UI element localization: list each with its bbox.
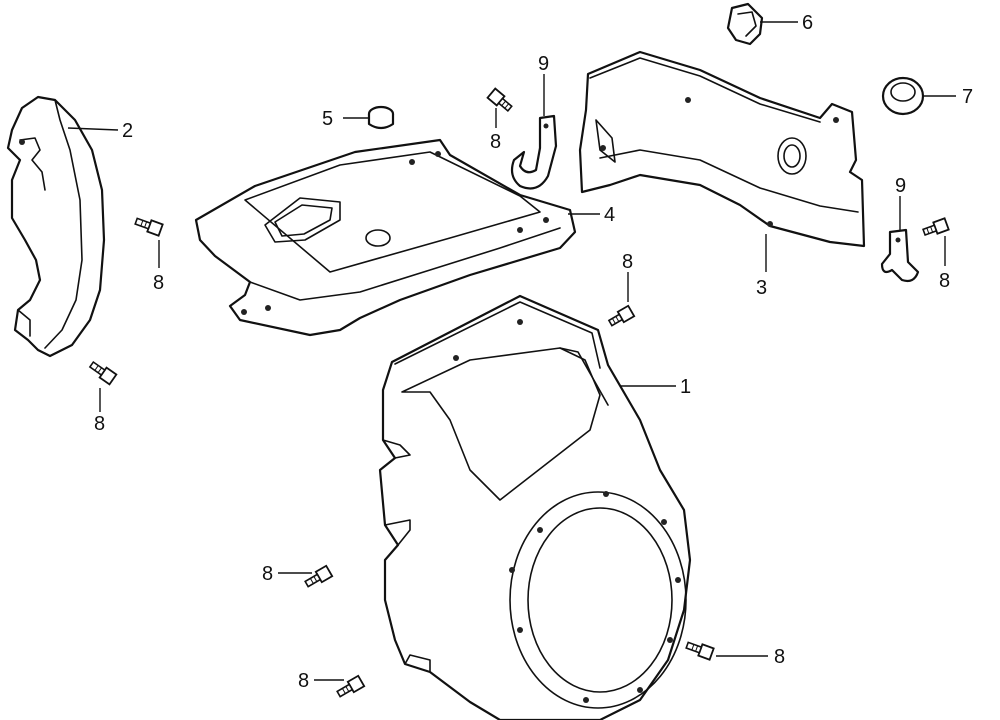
callout-7: 7 <box>962 86 973 108</box>
bolt-8-a <box>134 217 164 237</box>
callout-8-g: 8 <box>298 670 309 692</box>
callout-4: 4 <box>604 204 615 226</box>
upper-shroud-part-3 <box>578 50 866 248</box>
clip-part-6 <box>726 2 764 46</box>
wire-clamp-part-9-a <box>510 114 558 190</box>
callout-5: 5 <box>322 108 333 130</box>
callout-6: 6 <box>802 12 813 34</box>
callout-8-f: 8 <box>262 563 273 585</box>
callout-labels: 1 2 3 4 5 6 7 9 9 8 8 8 8 8 8 8 8 <box>94 12 973 692</box>
bolt-8-b <box>88 360 118 386</box>
callout-1: 1 <box>680 376 691 398</box>
callout-8-h: 8 <box>774 646 785 668</box>
leader-lines <box>67 21 956 681</box>
bolt-8-f <box>304 564 334 588</box>
fan-shroud-part-1 <box>378 294 692 720</box>
callout-8-e: 8 <box>939 270 950 292</box>
grommet-part-5 <box>367 105 395 130</box>
callout-8-c: 8 <box>490 131 501 153</box>
side-shield-part-2 <box>6 95 106 358</box>
bolt-8-e <box>922 217 950 237</box>
bolt-8-h <box>685 641 715 661</box>
bolt-8-d <box>607 304 636 327</box>
cover-plate-part-4 <box>194 138 577 337</box>
bolt-8-g <box>336 674 366 698</box>
callout-8-d: 8 <box>622 251 633 273</box>
callout-3: 3 <box>756 277 767 299</box>
callout-8-a: 8 <box>153 272 164 294</box>
callout-9-a: 9 <box>538 53 549 75</box>
callout-2: 2 <box>122 120 133 142</box>
callout-8-b: 8 <box>94 413 105 435</box>
grommet-part-7 <box>881 76 925 116</box>
callout-9-b: 9 <box>895 175 906 197</box>
bolt-8-c <box>486 87 513 112</box>
wire-clamp-part-9-b <box>880 228 920 283</box>
